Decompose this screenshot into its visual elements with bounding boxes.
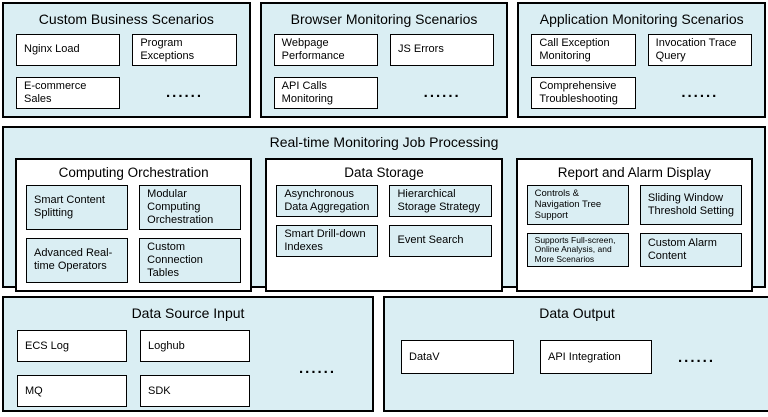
item-loghub: Loghub xyxy=(140,330,250,362)
panel-items-row: DataV API Integration ...... xyxy=(385,340,768,374)
ellipsis-dots: ...... xyxy=(681,84,719,102)
panel-items-grid: ECS Log Loghub ...... MQ SDK xyxy=(4,326,372,417)
panel-title-realtime-monitoring-job-processing: Real-time Monitoring Job Processing xyxy=(269,134,499,150)
subpanel-title-report-and-alarm-display: Report and Alarm Display xyxy=(557,165,711,180)
item-smart-drill-down-indexes: Smart Drill-down Indexes xyxy=(276,224,379,257)
item-webpage-performance: Webpage Performance xyxy=(273,34,378,66)
processing-sections-row: Computing Orchestration Smart Content Sp… xyxy=(4,156,764,300)
item-call-exception-monitoring: Call Exception Monitoring xyxy=(531,34,636,66)
item-ecommerce-sales: E-commerce Sales xyxy=(16,76,121,109)
item-advanced-realtime-operators: Advanced Real-time Operators xyxy=(26,237,129,283)
panel-items-grid: Nginx Load Program Exceptions E-commerce… xyxy=(4,32,249,117)
subpanel-title-computing-orchestration: Computing Orchestration xyxy=(58,165,209,180)
subpanel-items-grid: Controls & Navigation Tree Support Slidi… xyxy=(518,183,751,290)
subpanel-report-and-alarm-display: Report and Alarm Display Controls & Navi… xyxy=(515,158,753,292)
ellipsis-dots: ...... xyxy=(678,348,716,366)
subpanel-title-data-storage: Data Storage xyxy=(344,165,424,180)
panel-application-monitoring-scenarios: Application Monitoring Scenarios Call Ex… xyxy=(517,2,767,118)
panel-items-grid: Webpage Performance JS Errors API Calls … xyxy=(262,32,507,117)
panel-title-custom-business-scenarios: Custom Business Scenarios xyxy=(38,11,214,27)
item-smart-content-splitting: Smart Content Splitting xyxy=(26,185,129,230)
panel-title-browser-monitoring-scenarios: Browser Monitoring Scenarios xyxy=(290,11,478,27)
panel-data-output: Data Output DataV API Integration ...... xyxy=(383,296,768,412)
panel-data-source-input: Data Source Input ECS Log Loghub ...... … xyxy=(2,296,374,412)
subpanel-items-grid: Asynchronous Data Aggregation Hierarchic… xyxy=(267,183,500,290)
item-hierarchical-storage-strategy: Hierarchical Storage Strategy xyxy=(389,185,492,217)
panel-realtime-monitoring-job-processing: Real-time Monitoring Job Processing Comp… xyxy=(2,126,766,292)
item-nginx-load: Nginx Load xyxy=(16,34,121,66)
item-custom-connection-tables: Custom Connection Tables xyxy=(139,237,242,283)
item-mq: MQ xyxy=(17,375,127,407)
item-api-calls-monitoring: API Calls Monitoring xyxy=(273,76,378,109)
data-io-row: Data Source Input ECS Log Loghub ...... … xyxy=(2,296,768,412)
item-api-integration: API Integration xyxy=(540,340,652,374)
item-modular-computing-orchestration: Modular Computing Orchestration xyxy=(139,185,242,230)
panel-browser-monitoring-scenarios: Browser Monitoring Scenarios Webpage Per… xyxy=(259,2,509,118)
item-invocation-trace-query: Invocation Trace Query xyxy=(647,34,753,66)
item-sliding-window-threshold-setting: Sliding Window Threshold Setting xyxy=(639,185,742,225)
item-controls-navigation-tree-support: Controls & Navigation Tree Support xyxy=(526,185,629,225)
subpanel-computing-orchestration: Computing Orchestration Smart Content Sp… xyxy=(15,158,253,292)
panel-title-application-monitoring-scenarios: Application Monitoring Scenarios xyxy=(539,11,744,27)
panel-items-grid: Call Exception Monitoring Invocation Tra… xyxy=(519,32,764,117)
subpanel-items-grid: Smart Content Splitting Modular Computin… xyxy=(17,183,250,290)
ellipsis-dots: ...... xyxy=(423,84,461,102)
item-event-search: Event Search xyxy=(389,224,492,257)
item-js-errors: JS Errors xyxy=(390,34,495,66)
panel-title-data-output: Data Output xyxy=(539,305,615,321)
panel-title-data-source-input: Data Source Input xyxy=(131,305,245,321)
item-ecs-log: ECS Log xyxy=(17,330,127,362)
item-custom-alarm-content: Custom Alarm Content xyxy=(639,232,742,268)
item-asynchronous-data-aggregation: Asynchronous Data Aggregation xyxy=(276,185,379,217)
item-supports-fullscreen-online-analysis: Supports Full-screen, Online Analysis, a… xyxy=(526,232,629,268)
item-sdk: SDK xyxy=(140,375,250,407)
subpanel-data-storage: Data Storage Asynchronous Data Aggregati… xyxy=(265,158,503,292)
item-program-exceptions: Program Exceptions xyxy=(132,34,237,66)
ellipsis-dots: ...... xyxy=(165,84,203,102)
item-comprehensive-troubleshooting: Comprehensive Troubleshooting xyxy=(531,76,636,109)
scenarios-row: Custom Business Scenarios Nginx Load Pro… xyxy=(2,2,767,118)
ellipsis-dots: ...... xyxy=(298,360,336,377)
item-datav: DataV xyxy=(401,340,514,374)
panel-custom-business-scenarios: Custom Business Scenarios Nginx Load Pro… xyxy=(2,2,251,118)
